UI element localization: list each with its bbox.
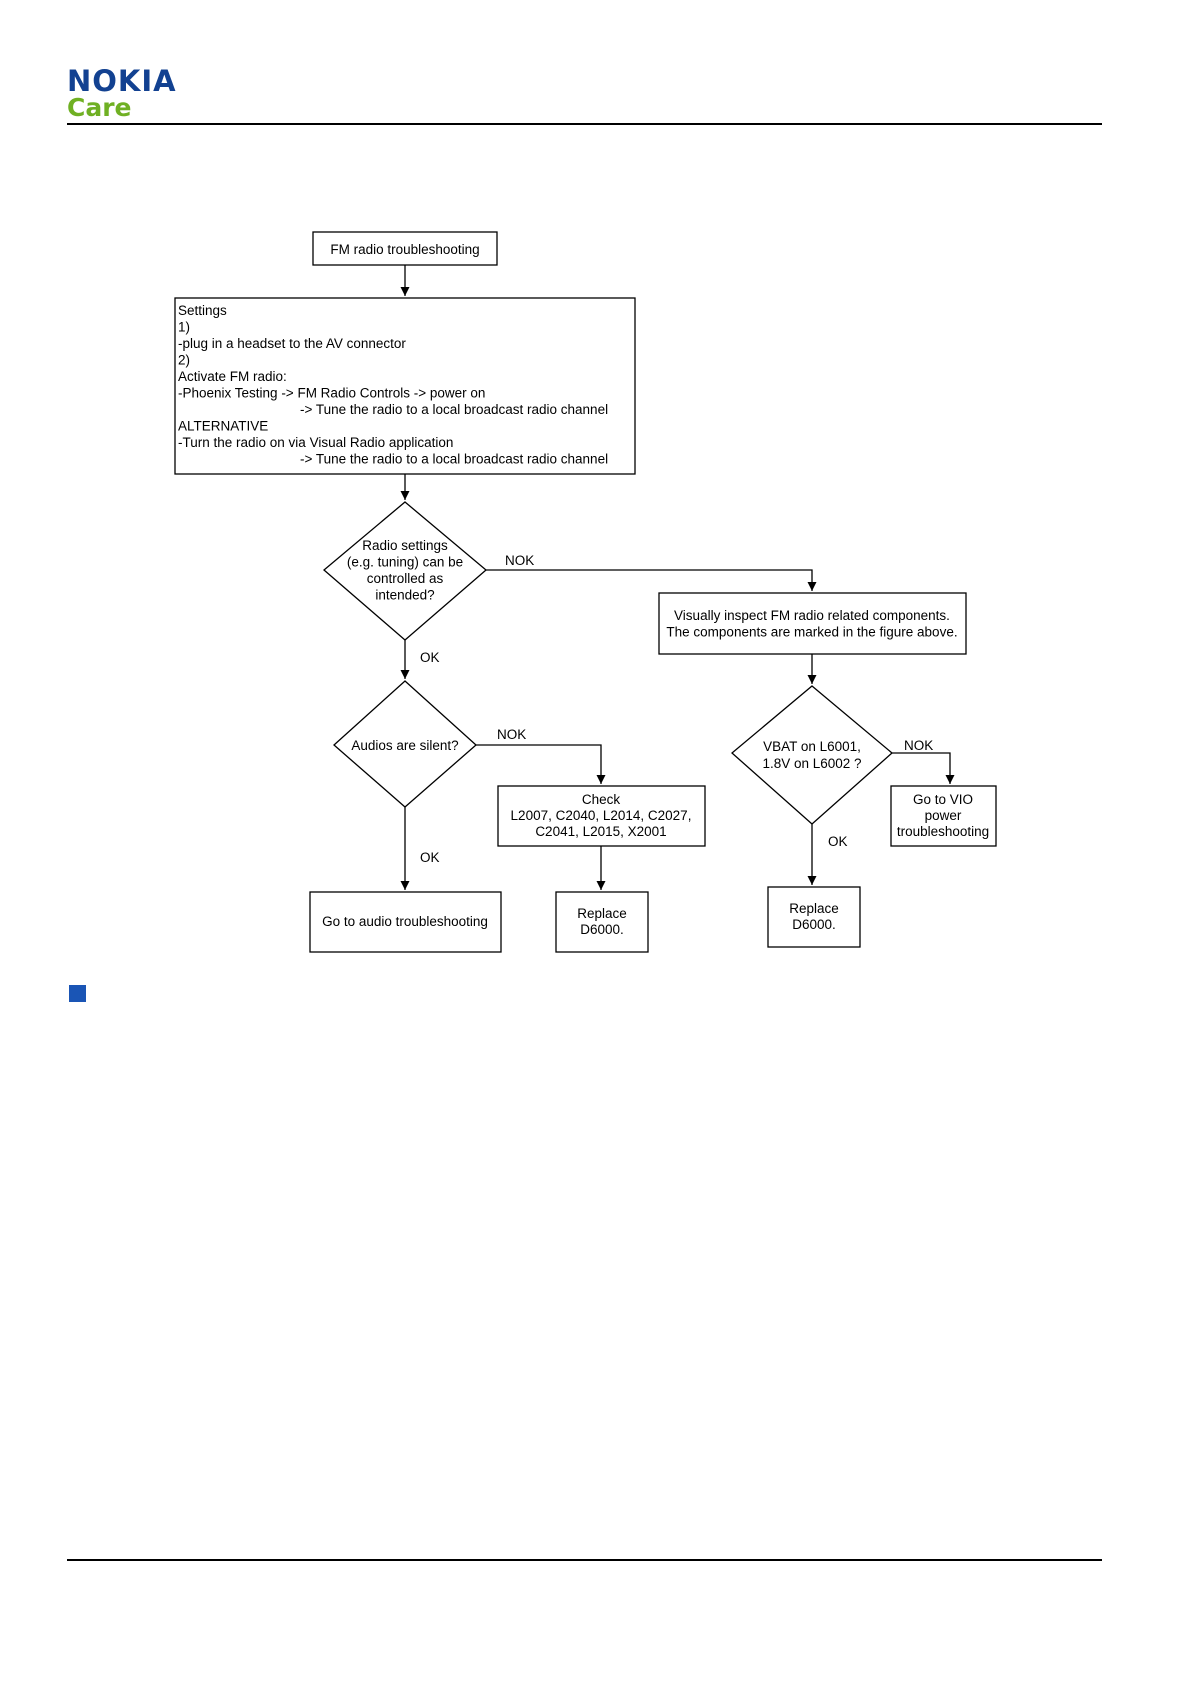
label-vbat-ok: OK [828, 834, 848, 849]
header-rule [67, 123, 1102, 125]
replace-text-left-line: D6000. [580, 922, 624, 937]
label-radio-nok: NOK [505, 553, 534, 568]
settings-text-line: -> Tune the radio to a local broadcast r… [300, 402, 608, 417]
audio-troubleshooting-text: Go to audio troubleshooting [322, 914, 488, 929]
audio-silent-diamond [333, 680, 477, 808]
vbat-text-line: VBAT on L6001, [763, 739, 861, 754]
audio-silent-text: Audios are silent? [351, 738, 458, 753]
connector-vbat-nok [892, 752, 955, 784]
connector-audio-nok [476, 744, 606, 784]
settings-text-line: -plug in a headset to the AV connector [178, 336, 406, 351]
radio-settings-text-line: (e.g. tuning) can be [347, 555, 463, 570]
logo-care-wordmark: Care [67, 93, 132, 122]
settings-text-line: -Phoenix Testing -> FM Radio Controls ->… [178, 386, 485, 401]
section-square-bullet [69, 985, 86, 1002]
label-audio-ok: OK [420, 850, 440, 865]
check-text-line: C2041, L2015, X2001 [535, 824, 666, 839]
vio-text-line: power [925, 808, 962, 823]
connector-radio-nok [486, 569, 817, 591]
inspect-text-line: The components are marked in the figure … [666, 625, 957, 640]
audio-silent-text-line: Audios are silent? [351, 738, 458, 753]
inspect-text-line: Visually inspect FM radio related compon… [674, 608, 950, 623]
check-text-line: Check [582, 792, 621, 807]
replace-text-right-line: Replace [789, 901, 839, 916]
check-box [497, 785, 706, 847]
settings-text-line: Settings [178, 303, 227, 318]
vio-text-line: troubleshooting [897, 824, 989, 839]
radio-settings-diamond [322, 501, 488, 641]
replace-box-left [555, 891, 649, 953]
label-radio-ok: OK [420, 650, 440, 665]
label-audio-nok: NOK [497, 727, 526, 742]
vbat-text-line: 1.8V on L6002 ? [762, 756, 861, 771]
replace-text-left-line: Replace [577, 906, 627, 921]
settings-text-line: ALTERNATIVE [178, 419, 268, 434]
check-text-line: L2007, C2040, L2014, C2027, [511, 808, 692, 823]
settings-text-line: 1) [178, 320, 190, 335]
fm-radio-flowchart: FM radio troubleshooting Settings 1)-plug… [174, 231, 997, 953]
audio-troubleshooting-text-line: Go to audio troubleshooting [322, 914, 488, 929]
vbat-text: VBAT on L6001, 1.8V on L6002 ? [762, 739, 861, 771]
settings-text-line: -> Tune the radio to a local broadcast r… [300, 452, 608, 467]
replace-text-right-line: D6000. [792, 917, 836, 932]
audio-troubleshooting-box [309, 891, 502, 953]
start-text-line: FM radio troubleshooting [330, 242, 479, 257]
vio-text-line: Go to VIO [913, 792, 973, 807]
start-text: FM radio troubleshooting [330, 242, 479, 257]
settings-text-line: Activate FM radio: [178, 369, 287, 384]
radio-settings-text-line: controlled as [367, 571, 444, 586]
replace-box-right [767, 886, 861, 948]
settings-box [174, 297, 636, 475]
footer-rule [67, 1559, 1102, 1561]
inspect-text: Visually inspect FM radio related compon… [666, 608, 957, 640]
radio-settings-text-line: Radio settings [362, 538, 448, 553]
label-vbat-nok: NOK [904, 738, 933, 753]
vio-box [890, 785, 997, 847]
vbat-diamond [731, 685, 893, 825]
start-box [312, 231, 498, 266]
settings-text-line: 2) [178, 353, 190, 368]
inspect-box [658, 592, 967, 655]
settings-text-line: -Turn the radio on via Visual Radio appl… [178, 435, 453, 450]
nokia-care-logo: NOKIA Care [67, 66, 177, 122]
logo-nokia-wordmark: NOKIA [67, 64, 177, 98]
radio-settings-text-line: intended? [375, 588, 434, 603]
settings-text: Settings 1)-plug in a headset to the AV c… [178, 303, 608, 467]
